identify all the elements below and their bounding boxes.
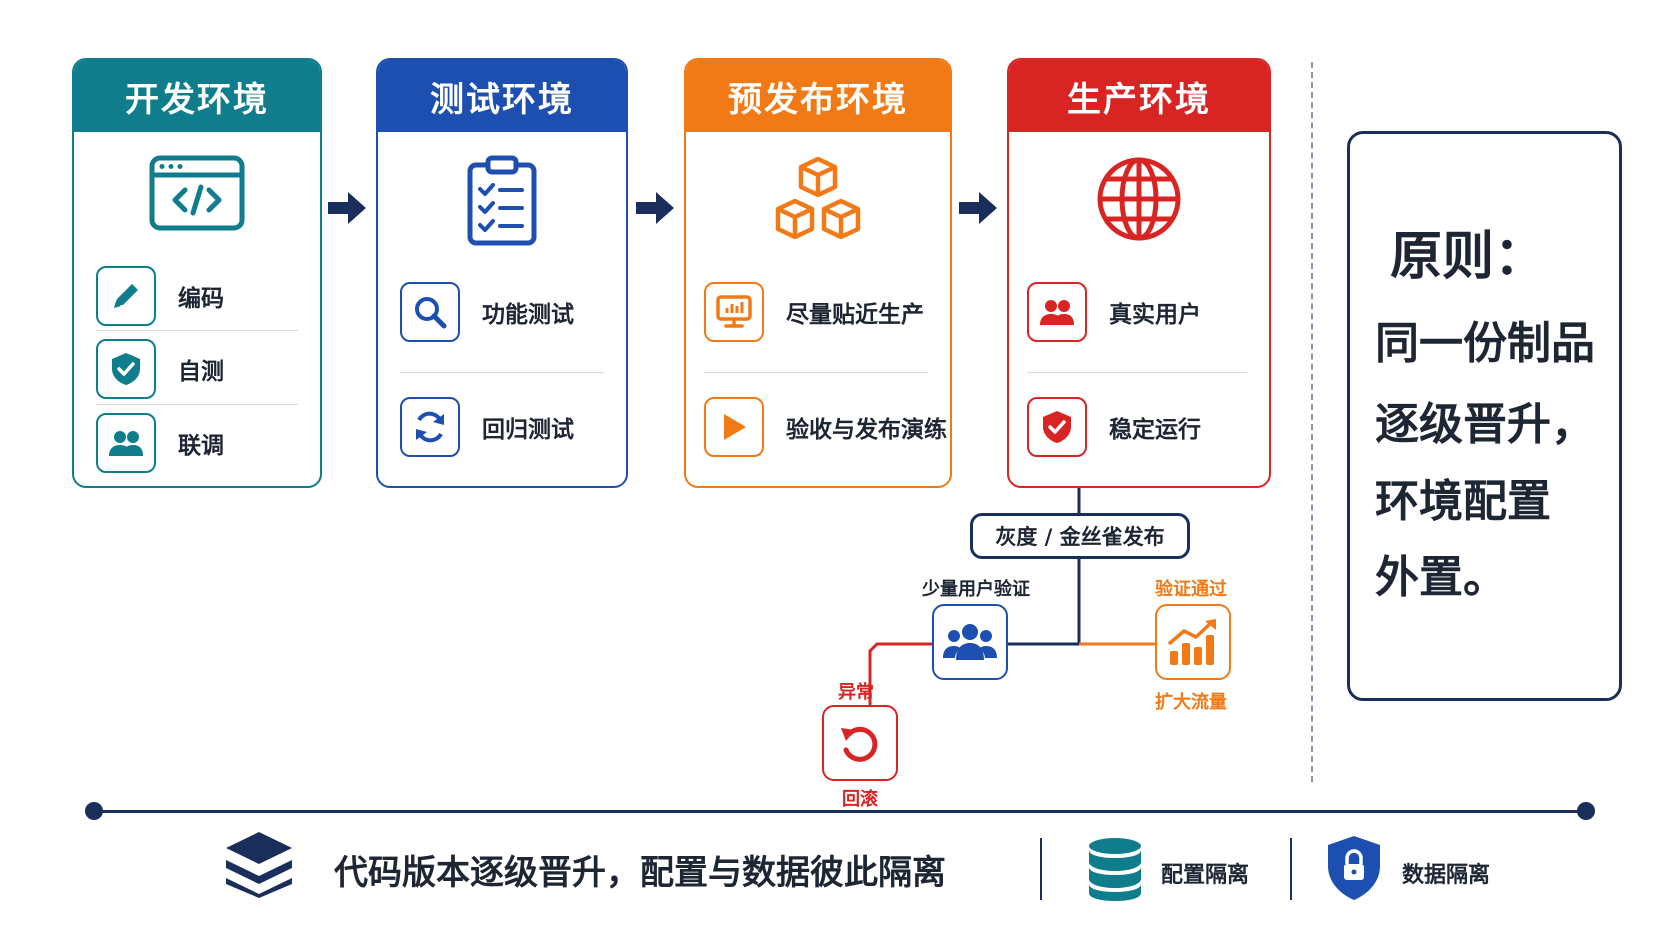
- search-icon: [400, 282, 460, 342]
- item-label: 回归测试: [482, 417, 574, 443]
- principle-line: 同一份制品: [1375, 318, 1595, 369]
- monitor-chart-icon: [704, 282, 764, 342]
- env-title-staging: 预发布环境: [686, 60, 950, 132]
- rollback-label: 回滚: [842, 789, 878, 810]
- principle-title: 原则：: [1390, 227, 1547, 287]
- play-icon: [704, 397, 764, 457]
- env-card-dev: 开发环境 编码 自测 联调: [72, 58, 322, 488]
- env-card-test: 测试环境 功能测试 回归测试: [376, 58, 628, 488]
- divider: [96, 330, 298, 331]
- shield-check-icon: [96, 339, 156, 399]
- list-item-near-production: 尽量贴近生产: [704, 282, 924, 342]
- principle-box: 原则： 同一份制品 逐级晋升， 环境配置 外置。: [1347, 131, 1622, 701]
- divider: [1027, 372, 1247, 373]
- divider: [96, 404, 298, 405]
- expand-traffic-label: 扩大流量: [1155, 692, 1227, 713]
- users-icon: [96, 413, 156, 473]
- globe-icon: [1009, 155, 1269, 255]
- env-title-production: 生产环境: [1009, 60, 1269, 132]
- shield-check-icon: [1027, 397, 1087, 457]
- env-title-dev: 开发环境: [74, 60, 320, 132]
- list-item-integration: 联调: [96, 413, 224, 473]
- divider: [704, 372, 928, 373]
- list-item-acceptance-rehearsal: 验收与发布演练: [704, 397, 947, 457]
- list-item-coding: 编码: [96, 266, 224, 326]
- item-label: 验收与发布演练: [786, 417, 947, 443]
- item-label: 真实用户: [1109, 302, 1201, 328]
- item-label: 尽量贴近生产: [786, 302, 924, 328]
- canary-release-label: 灰度 / 金丝雀发布: [970, 513, 1190, 559]
- timeline-dot-start: [85, 802, 103, 820]
- list-item-real-users: 真实用户: [1027, 282, 1201, 342]
- bottom-divider: [1290, 838, 1292, 900]
- env-card-staging: 预发布环境 尽量贴近生产 验收与发布演练: [684, 58, 952, 488]
- shield-lock-icon: [1328, 836, 1380, 900]
- data-isolation-label: 数据隔离: [1402, 863, 1491, 888]
- env-card-production: 生产环境 真实用户 稳定运行: [1007, 58, 1271, 488]
- growth-chart-icon: [1168, 619, 1216, 665]
- list-item-stable-run: 稳定运行: [1027, 397, 1201, 457]
- item-label: 功能测试: [482, 302, 574, 328]
- code-window-icon: [74, 155, 320, 255]
- list-item-regression-test: 回归测试: [400, 397, 574, 457]
- verified-label: 验证通过: [1155, 579, 1227, 600]
- bottom-main-text: 代码版本逐级晋升，配置与数据彼此隔离: [334, 853, 946, 893]
- few-users-label: 少量用户验证: [922, 579, 1030, 600]
- config-isolation-label: 配置隔离: [1161, 863, 1250, 888]
- divider: [400, 372, 604, 373]
- env-title-test: 测试环境: [378, 60, 626, 132]
- item-label: 自测: [178, 359, 224, 385]
- rollback-node: [822, 705, 898, 781]
- expand-traffic-node: [1155, 604, 1231, 680]
- layers-icon: [226, 832, 292, 898]
- group-users-icon: [943, 624, 997, 660]
- cubes-icon: [686, 155, 950, 255]
- principle-line: 逐级晋升，: [1375, 399, 1595, 450]
- bottom-divider: [1040, 838, 1042, 900]
- principle-line: 外置。: [1375, 552, 1507, 603]
- abnormal-label: 异常: [838, 682, 874, 703]
- arrow-right-icon: [328, 192, 366, 224]
- database-icon: [1089, 838, 1141, 901]
- users-icon: [1027, 282, 1087, 342]
- principle-line: 环境配置: [1375, 476, 1551, 527]
- few-users-node: [932, 604, 1008, 680]
- rollback-icon: [841, 726, 878, 762]
- vertical-divider: [1311, 62, 1313, 782]
- list-item-self-test: 自测: [96, 339, 224, 399]
- arrow-right-icon: [636, 192, 674, 224]
- arrow-right-icon: [959, 192, 997, 224]
- pencil-icon: [96, 266, 156, 326]
- timeline-dot-end: [1577, 802, 1595, 820]
- item-label: 联调: [178, 433, 224, 459]
- clipboard-checklist-icon: [378, 155, 626, 255]
- list-item-functional-test: 功能测试: [400, 282, 574, 342]
- item-label: 编码: [178, 286, 224, 312]
- timeline-line: [92, 810, 1586, 813]
- refresh-icon: [400, 397, 460, 457]
- item-label: 稳定运行: [1109, 417, 1201, 443]
